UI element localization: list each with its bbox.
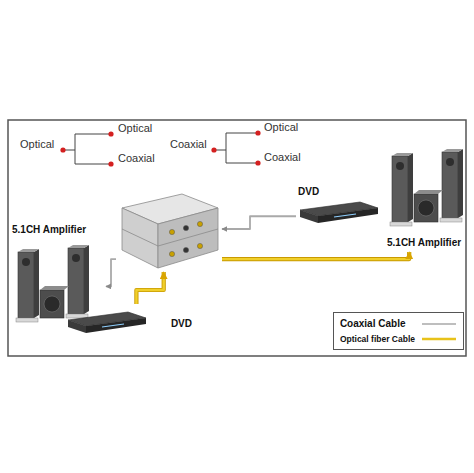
dvd-player: [68, 312, 146, 333]
legend-sample: [421, 335, 457, 343]
legend-text: Coaxial Cable: [340, 318, 406, 329]
legend-row: Optical fiber Cable: [340, 331, 457, 346]
red-dot: [108, 131, 113, 136]
dvd-player: [300, 202, 378, 223]
converter-node: [116, 186, 222, 272]
node-illustration: [384, 146, 468, 252]
port: [169, 251, 174, 256]
dvd-display: [334, 214, 356, 217]
coaxial-link: [222, 216, 296, 229]
tree-line: [63, 134, 111, 164]
node-illustration: [116, 186, 222, 272]
frame-border: [8, 120, 466, 356]
port: [197, 221, 202, 226]
subwoofer: [40, 286, 69, 318]
optical-link: [222, 252, 409, 259]
dvd-front: [318, 208, 378, 223]
dvd-display: [102, 324, 124, 327]
node-illustration: [10, 224, 106, 328]
optical-cable: [136, 272, 163, 304]
red-dot: [108, 161, 113, 166]
converter-box: [122, 194, 218, 268]
amplifier-label: 5.1CH Amplifier: [12, 224, 86, 236]
amplifier-speakers: [16, 245, 89, 322]
amplifier-node: 5.1CH Amplifier: [384, 146, 468, 252]
device-label: DVD: [298, 186, 319, 198]
legend-row: Coaxial Cable: [340, 316, 457, 331]
dvd-node: DVD: [296, 186, 380, 228]
subwoofer: [414, 190, 443, 222]
amplifier-label: 5.1CH Amplifier: [387, 237, 461, 249]
signal-label: Coaxial: [118, 152, 155, 165]
speaker-column: [440, 149, 463, 222]
cable-edge: [222, 252, 409, 259]
dvd-side: [68, 320, 86, 333]
tree-dots: [60, 130, 260, 166]
amplifier-speakers: [390, 149, 463, 226]
speaker-column: [66, 245, 89, 318]
signal-label: Coaxial: [170, 138, 207, 151]
dvd-node: DVD: [66, 304, 194, 344]
dvd-front: [86, 318, 146, 333]
legend-sample: [421, 320, 457, 328]
port: [197, 243, 202, 248]
device-label: DVD: [171, 318, 192, 330]
coaxial-cable: [222, 216, 296, 229]
port: [183, 247, 188, 252]
coaxial-link: [106, 259, 116, 286]
dvd-side: [300, 210, 318, 223]
speaker-column: [390, 153, 413, 226]
tree-lines: [63, 133, 258, 164]
tree-line: [214, 133, 258, 163]
red-dot: [211, 147, 216, 152]
optical-cable: [222, 252, 409, 259]
signal-label: Optical: [20, 138, 54, 151]
speaker-column: [16, 249, 39, 322]
legend-box: Coaxial CableOptical fiber Cable: [333, 312, 464, 350]
port: [169, 229, 174, 234]
coaxial-cable: [106, 259, 116, 286]
legend-line: [422, 337, 456, 340]
optical-link: [136, 272, 163, 304]
red-dot: [255, 130, 260, 135]
amplifier-node: 5.1CH Amplifier: [10, 224, 106, 328]
port: [183, 225, 188, 230]
red-dot: [60, 147, 65, 152]
legend-line: [422, 323, 456, 325]
red-dot: [255, 160, 260, 165]
cable-edge: [136, 272, 163, 304]
legend-text: Optical fiber Cable: [340, 334, 415, 344]
signal-label: Optical: [264, 121, 298, 134]
signal-label: Optical: [118, 122, 152, 135]
signal-label: Coaxial: [264, 151, 301, 164]
